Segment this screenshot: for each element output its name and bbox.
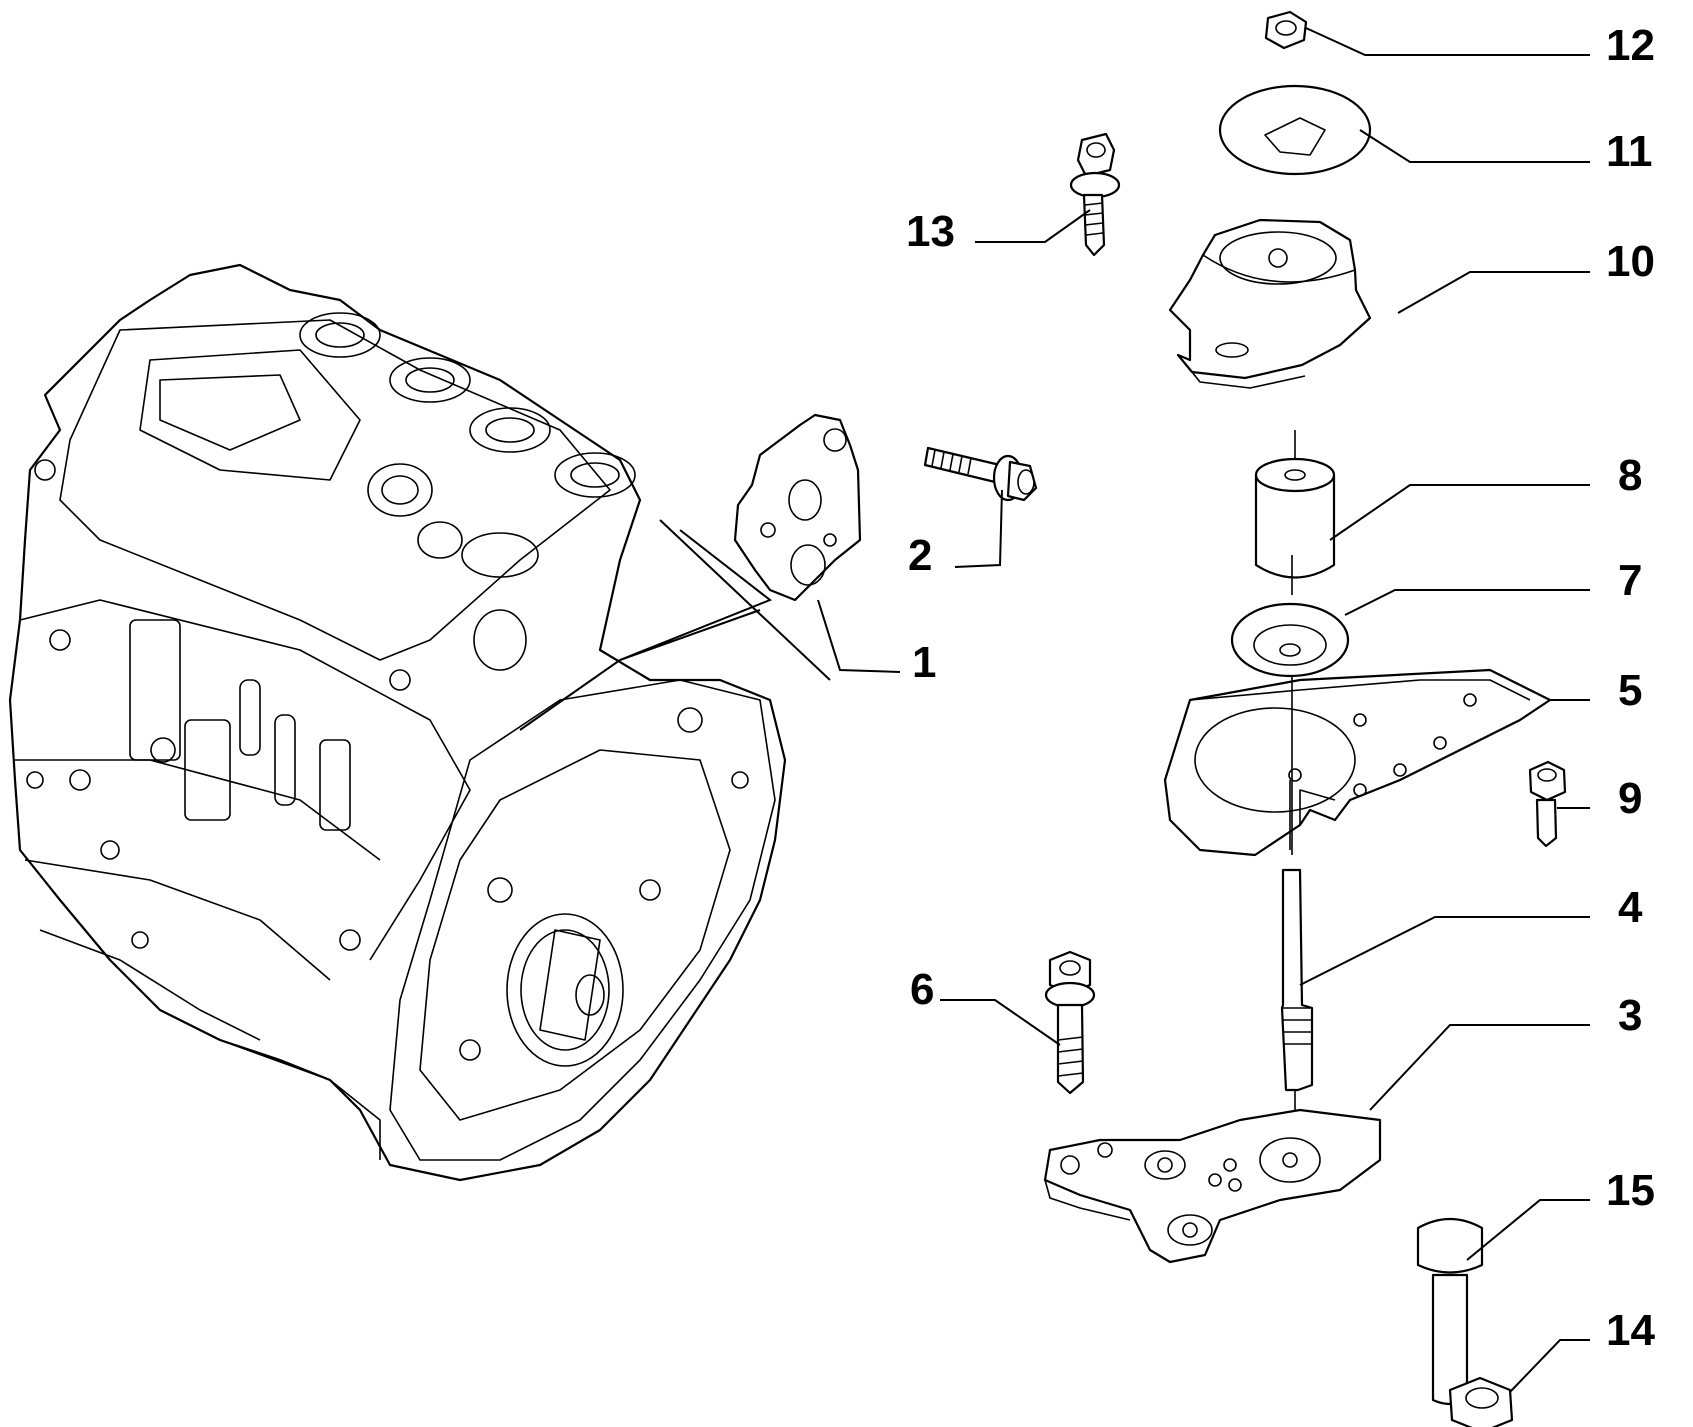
- callout-3: 3: [1618, 991, 1642, 1040]
- part-5-bracket: [1163, 668, 1552, 857]
- leader-lines: [519, 27, 1590, 1393]
- part-9-bolt: [1528, 760, 1567, 848]
- callout-1: 1: [912, 638, 936, 687]
- callout-10: 10: [1606, 237, 1655, 286]
- callout-2: 2: [908, 531, 932, 580]
- part-7-cup: [1230, 602, 1350, 678]
- part-12-nut: [1264, 10, 1308, 50]
- callout-12: 12: [1606, 21, 1655, 70]
- callout-6: 6: [910, 965, 934, 1014]
- part-3-lower-bracket: [1043, 1108, 1382, 1264]
- part-6-bolt: [1044, 950, 1096, 1095]
- callout-13: 13: [906, 207, 955, 256]
- callout-4: 4: [1618, 883, 1643, 932]
- part-2-bolt: [923, 446, 1038, 502]
- part-4-stud: [1280, 555, 1314, 1150]
- callout-9: 9: [1618, 774, 1642, 823]
- callout-labels: 1 2 3 4 5 6 7 8 9 10 11 12 13 14 15: [906, 21, 1655, 1355]
- callout-8: 8: [1618, 451, 1642, 500]
- callout-15: 15: [1606, 1166, 1655, 1215]
- callout-5: 5: [1618, 666, 1642, 715]
- callout-14: 14: [1606, 1306, 1655, 1355]
- callout-7: 7: [1618, 556, 1642, 605]
- part-11-washer: [1218, 84, 1372, 176]
- part-8-spacer: [1254, 430, 1336, 579]
- callout-11: 11: [1606, 127, 1653, 176]
- part-14-nut: [1448, 1376, 1514, 1427]
- part-1-bracket: [733, 413, 862, 602]
- part-13-bolt: [1069, 132, 1121, 257]
- part-10-mount: [1168, 218, 1372, 389]
- part-15-bolt: [1416, 1218, 1484, 1406]
- engine-block: [8, 263, 787, 1182]
